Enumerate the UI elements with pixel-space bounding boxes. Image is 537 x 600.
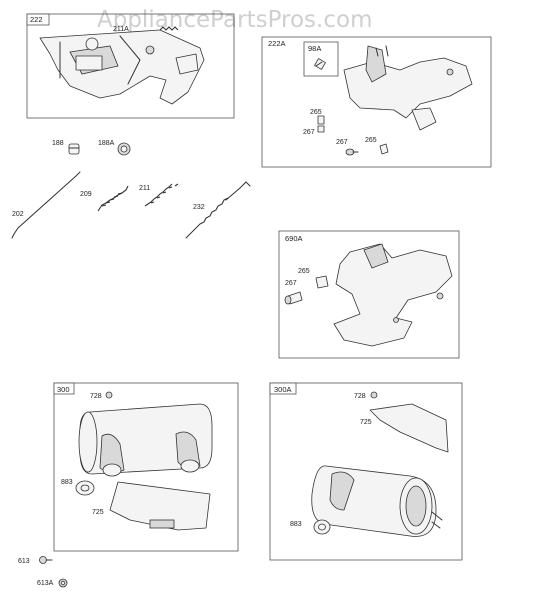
box-98A-frame [303, 41, 339, 77]
callout-265-a: 265 [310, 109, 322, 116]
box-222-frame [26, 13, 235, 119]
screw-267b-part[interactable] [345, 148, 359, 156]
box-222-label: 222 [30, 15, 43, 24]
gasket-883a-part[interactable] [75, 480, 95, 496]
callout-883-b: 883 [290, 521, 302, 528]
link-rod-part[interactable] [11, 171, 81, 239]
box-690A: 690A 265 267 [278, 230, 460, 359]
nut-613A-part[interactable] [58, 578, 68, 588]
callout-211A: 211A [113, 26, 129, 33]
callout-267-b: 267 [336, 139, 348, 146]
muffler-bracket-part[interactable] [333, 243, 453, 347]
box-690A-label: 690A [285, 234, 303, 243]
nut-part[interactable] [68, 143, 80, 155]
callout-209: 209 [80, 191, 92, 198]
box-222-tag [26, 13, 50, 26]
screw-728a-part[interactable] [105, 391, 113, 399]
muffler-300A-part[interactable] [311, 465, 443, 537]
box-300A-frame [269, 382, 463, 561]
box-98A-label: 98A [308, 44, 321, 53]
screw-728b-part[interactable] [370, 391, 378, 399]
callout-267-c: 267 [285, 280, 297, 287]
heat-shield-725a-part[interactable] [109, 481, 211, 531]
bolt-267c-part[interactable] [284, 291, 303, 305]
callout-725-a: 725 [92, 509, 104, 516]
box-300-frame [53, 382, 239, 552]
callout-728-a: 728 [90, 393, 102, 400]
screw-265-part[interactable] [317, 115, 325, 125]
screw-267-part[interactable] [317, 125, 325, 133]
callout-202: 202 [12, 211, 24, 218]
callout-267-a: 267 [303, 129, 315, 136]
callout-725-b: 725 [360, 419, 372, 426]
callout-211: 211 [139, 185, 150, 192]
box-222: 222 211A [26, 13, 235, 119]
spring-part[interactable] [159, 26, 179, 31]
box-222A-frame [261, 36, 492, 168]
watermark: AppliancePartsPros.com [97, 7, 372, 33]
box-222A: 222A 98A 265 267 267 265 [261, 36, 492, 168]
callout-613A: 613A [37, 580, 54, 587]
callout-883-a: 883 [61, 479, 73, 486]
governor-spring-part[interactable] [185, 181, 251, 239]
callout-232: 232 [193, 204, 205, 211]
clip-265-part[interactable] [379, 143, 389, 155]
callout-265-c: 265 [298, 268, 310, 275]
spring-209-part[interactable] [97, 185, 129, 212]
screw-613-part[interactable] [39, 556, 53, 564]
callout-188: 188 [52, 140, 64, 147]
box-300A-label: 300A [274, 385, 292, 394]
gasket-883b-part[interactable] [313, 519, 331, 535]
box-222A-label: 222A [268, 39, 286, 48]
spring-211-part[interactable] [144, 183, 179, 207]
box-300: 300 728 883 725 [53, 382, 239, 552]
muffler-300-part[interactable] [78, 403, 213, 477]
bushing-part[interactable] [117, 142, 131, 156]
box-300-tag [53, 382, 75, 395]
throttle-bracket-part[interactable] [343, 45, 473, 131]
screw-98A-part[interactable] [314, 58, 326, 70]
heat-shield-725b-part[interactable] [369, 403, 449, 453]
callout-728-b: 728 [354, 393, 366, 400]
box-300-label: 300 [57, 385, 70, 394]
callout-265-b: 265 [365, 137, 377, 144]
callout-613: 613 [18, 558, 30, 565]
box-690A-frame [278, 230, 460, 359]
control-bracket-part[interactable] [39, 29, 205, 105]
clip-265c-part[interactable] [315, 275, 329, 289]
box-300A: 300A 728 725 883 [269, 382, 463, 561]
callout-188A: 188A [98, 140, 115, 147]
box-300A-tag [269, 382, 297, 395]
